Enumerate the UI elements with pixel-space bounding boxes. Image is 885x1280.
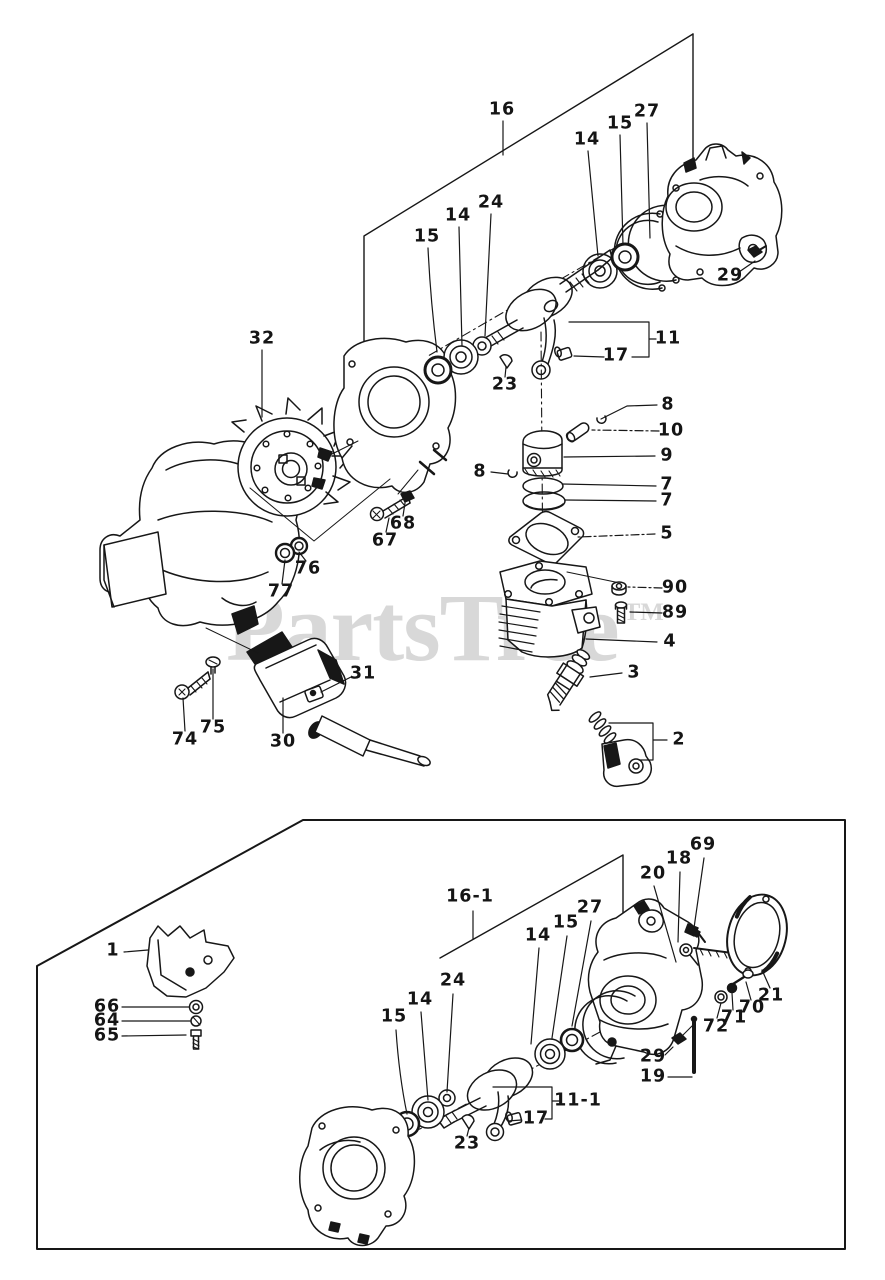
frame-lower-inner: [439, 854, 624, 959]
cylinder: [498, 560, 621, 658]
fasteners-lower-left: [188, 999, 204, 1050]
piston-assembly: [507, 331, 607, 587]
gasket-21: [726, 893, 788, 977]
bearing-seal-left: [423, 336, 492, 385]
spark-plug: [546, 648, 591, 712]
crankcase-half-right: [661, 143, 783, 287]
crankcase-half-lower: [299, 1106, 416, 1247]
crankshaft-lower: [393, 990, 636, 1142]
crankcase-half-left: [333, 337, 457, 494]
leader-lines-upper: [182, 120, 756, 761]
bolt-29-upper: [747, 245, 767, 258]
guard-bracket: [146, 925, 235, 998]
cylinder-base-gasket: [508, 510, 585, 566]
crankshaft-upper: [427, 245, 619, 380]
coil-clamp: [304, 685, 324, 703]
leader-lines-lower: [121, 857, 771, 1137]
fasteners-upper: [174, 490, 415, 700]
woodruff-key-lower: [461, 1114, 475, 1130]
piston-pin-bushing: [554, 346, 573, 361]
bolt-89: [614, 601, 628, 624]
flywheel: [231, 397, 351, 517]
ignition-coil: [246, 631, 431, 767]
frame-upper: [363, 33, 694, 345]
alignment-lines-upper: [205, 440, 419, 654]
bracket-18: [679, 943, 699, 966]
frame-lower: [36, 819, 846, 1250]
woodruff-key: [499, 354, 513, 369]
fasteners-lower-right: [671, 969, 754, 1074]
plug-cap: [588, 711, 652, 788]
nut-90: [611, 581, 627, 596]
screw-69: [686, 925, 706, 943]
crankcase-assembly: [587, 898, 741, 1065]
